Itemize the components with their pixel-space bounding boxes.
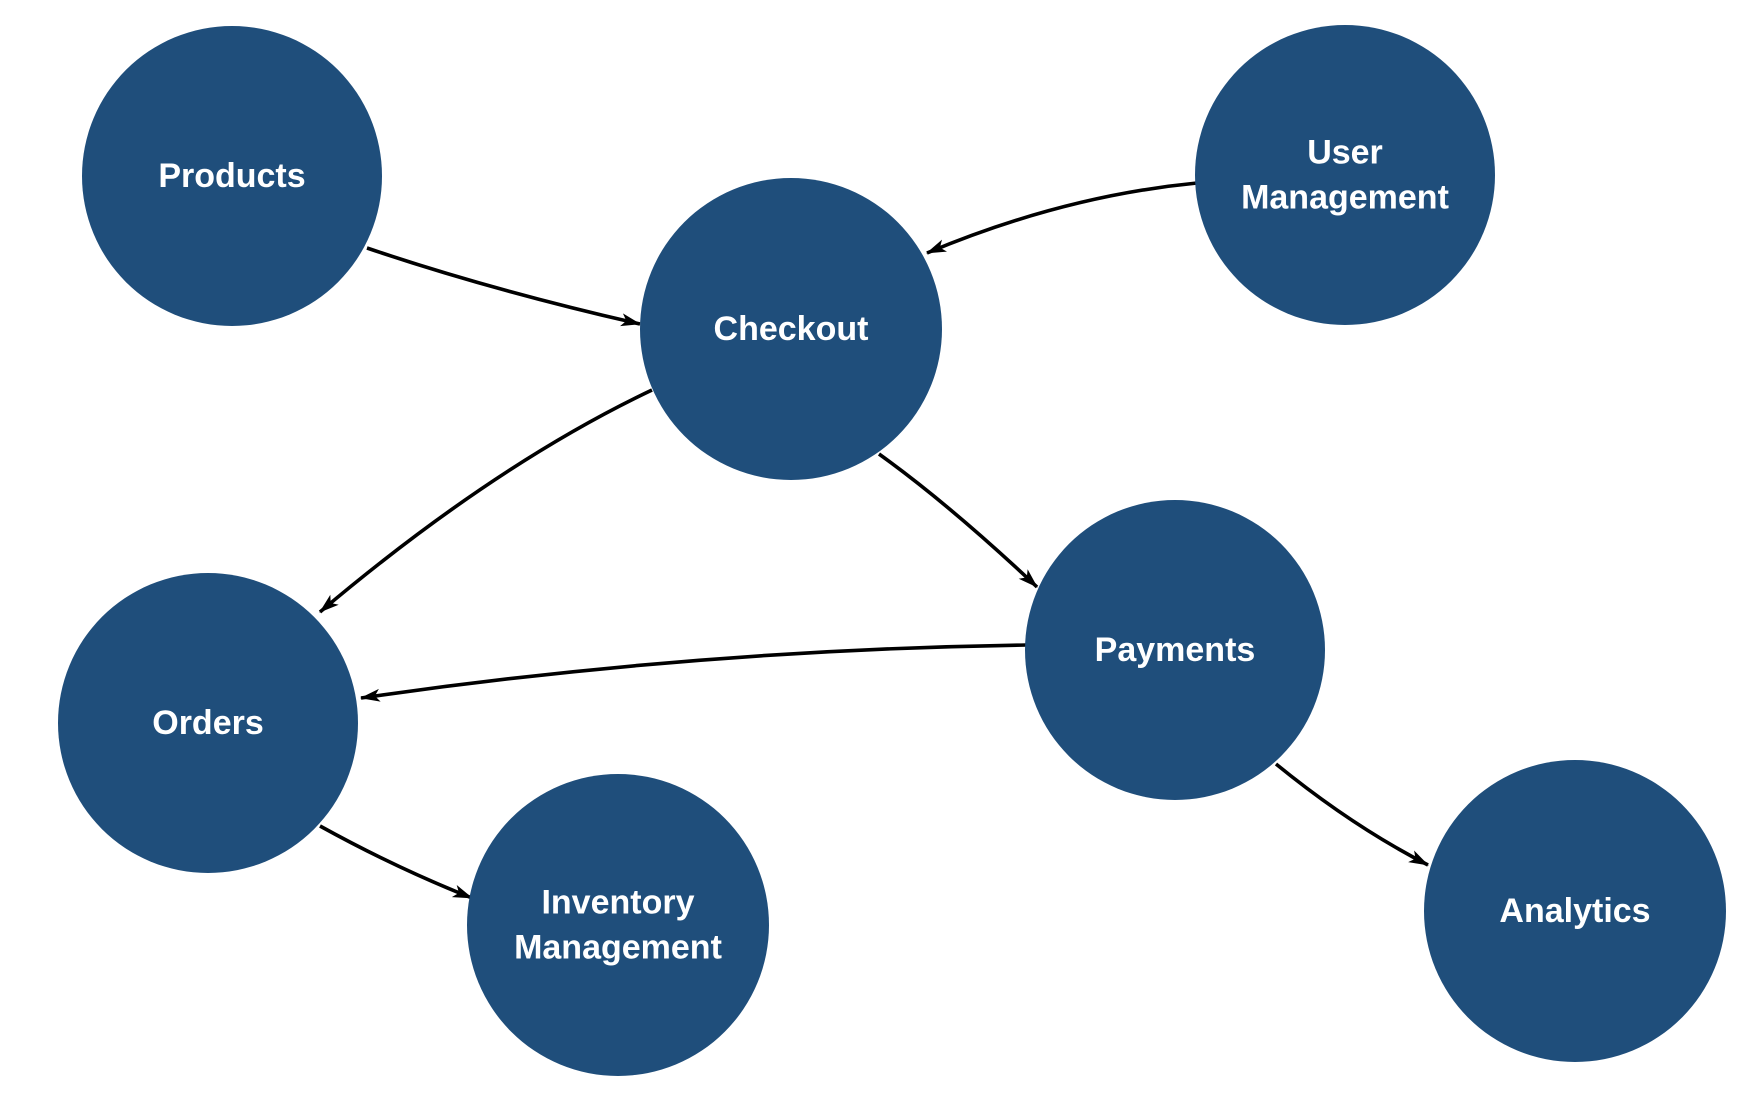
node-orders[interactable]: Orders <box>58 573 358 873</box>
node-payments[interactable]: Payments <box>1025 500 1325 800</box>
node-products-circle[interactable] <box>82 26 382 326</box>
node-checkout-label-line-1: Checkout <box>714 310 869 348</box>
edge-orders-to-inventory-management[interactable] <box>319 824 473 900</box>
node-orders-label: Orders <box>152 704 264 742</box>
node-orders-label-line-1: Orders <box>152 704 264 742</box>
edge-user-management-to-checkout[interactable] <box>926 181 1198 255</box>
node-user-management-label-line-2: Management <box>1241 179 1449 217</box>
node-products-label: Products <box>158 157 305 195</box>
node-analytics-label: Analytics <box>1499 892 1650 930</box>
node-analytics-label-line-1: Analytics <box>1499 892 1650 930</box>
node-analytics[interactable]: Analytics <box>1424 760 1726 1062</box>
node-inventory-management-label-line-1: Inventory <box>541 884 694 922</box>
node-analytics-circle[interactable] <box>1424 760 1726 1062</box>
edges-layer <box>318 181 1429 900</box>
node-payments-circle[interactable] <box>1025 500 1325 800</box>
node-products-label-line-1: Products <box>158 157 305 195</box>
node-checkout-circle[interactable] <box>640 178 942 480</box>
node-inventory-management-label-line-2: Management <box>514 929 722 967</box>
node-user-management-circle[interactable] <box>1195 25 1495 325</box>
node-user-management-label-line-1: User <box>1307 134 1383 172</box>
edge-payments-to-analytics[interactable] <box>1274 762 1429 867</box>
edge-checkout-to-orders[interactable] <box>318 388 653 614</box>
edge-products-to-checkout[interactable] <box>366 246 641 327</box>
edge-payments-to-orders[interactable] <box>360 643 1027 702</box>
node-inventory-management-circle[interactable] <box>467 774 769 1076</box>
node-payments-label: Payments <box>1095 631 1256 669</box>
node-checkout[interactable]: Checkout <box>640 178 942 480</box>
node-orders-circle[interactable] <box>58 573 358 873</box>
edge-checkout-to-payments[interactable] <box>877 452 1039 589</box>
node-checkout-label: Checkout <box>714 310 869 348</box>
node-products[interactable]: Products <box>82 26 382 326</box>
node-payments-label-line-1: Payments <box>1095 631 1256 669</box>
